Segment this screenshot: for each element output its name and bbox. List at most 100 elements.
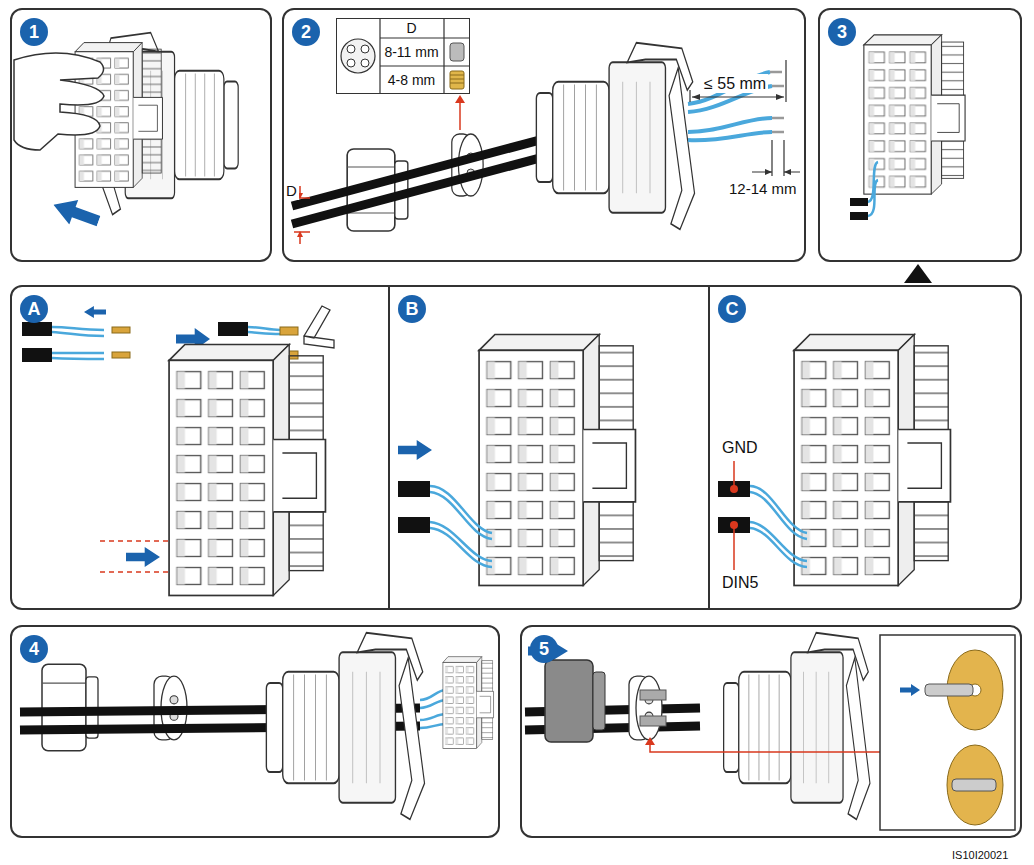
- step4-drawing: [266, 633, 424, 820]
- callout-number: A: [20, 295, 48, 323]
- step-panel: 1: [10, 8, 272, 262]
- dimension-label: 12-14 mm: [727, 180, 799, 198]
- callout-number: C: [718, 295, 746, 323]
- step2-drawing: [450, 75, 464, 83]
- step2-drawing: [450, 71, 464, 89]
- stepB-drawing: [398, 481, 430, 497]
- stepA-drawing: [84, 306, 106, 318]
- step2-drawing: [455, 95, 465, 103]
- step3-drawing: [868, 162, 878, 216]
- callout-number: 3: [828, 18, 856, 46]
- step5-drawing: [645, 737, 655, 745]
- callout-number: B: [398, 295, 426, 323]
- step5-drawing: [724, 633, 870, 820]
- callout-number: 5: [530, 635, 558, 663]
- stepA-drawing: [304, 306, 334, 348]
- dimension-label: ≤ 55 mm: [702, 74, 768, 93]
- step4-drawing: [20, 633, 494, 820]
- table-header: D: [380, 18, 444, 38]
- step2-drawing: [336, 18, 470, 94]
- step-panel: A: [10, 285, 390, 610]
- step2-drawing: [292, 18, 800, 244]
- step3-drawing: [850, 35, 965, 283]
- callout-number: 2: [292, 18, 320, 46]
- step5-drawing: [629, 676, 662, 740]
- stepA-drawing: [126, 547, 160, 567]
- table-cell: 4-8 mm: [380, 66, 444, 94]
- stepA-drawing: [100, 541, 172, 572]
- step5-drawing: [593, 672, 605, 730]
- step5-drawing: [880, 635, 1015, 830]
- step1-drawing: [14, 33, 238, 234]
- step1-drawing: [49, 193, 103, 234]
- step2-drawing: [347, 45, 355, 53]
- step2-drawing: [688, 132, 772, 140]
- step2-drawing: [347, 59, 355, 67]
- stepB-drawing: [479, 335, 635, 586]
- step2-drawing: [752, 140, 800, 176]
- step-panel: 3: [818, 8, 1022, 262]
- step2-drawing: [341, 39, 375, 73]
- step2-drawing: [770, 72, 784, 132]
- step3-drawing: [850, 198, 868, 206]
- dimension-label: D: [284, 182, 299, 200]
- stepC-drawing: [794, 335, 950, 586]
- callout-number: 4: [20, 635, 48, 663]
- step5-drawing: [640, 690, 666, 700]
- callout-number: 1: [20, 18, 48, 46]
- step2-drawing: [690, 60, 786, 102]
- stepA-drawing: [112, 352, 130, 358]
- step4-drawing: [420, 690, 446, 728]
- step3-drawing: [850, 212, 868, 220]
- step2-drawing: [692, 94, 700, 100]
- step-panel: B: [388, 285, 710, 610]
- step-panel: 2D8-11 mm4-8 mm: [282, 8, 806, 262]
- signal-name: GND: [720, 438, 760, 457]
- stepB-drawing: [398, 335, 635, 586]
- stepC-drawing: [730, 485, 738, 493]
- step5-drawing: [900, 684, 920, 696]
- step2-drawing: [297, 231, 303, 237]
- step-panel: 4: [10, 625, 500, 838]
- step2-drawing: [459, 102, 461, 130]
- stepB-drawing: [398, 440, 432, 460]
- stepA-drawing: [218, 322, 248, 336]
- step5-drawing: [545, 660, 593, 742]
- step4-drawing: [443, 657, 494, 749]
- step1-drawing: [14, 53, 104, 150]
- step5-drawing: [525, 633, 1015, 830]
- stepA-drawing: [52, 327, 104, 359]
- stepB-drawing: [430, 486, 492, 567]
- step2-drawing: [361, 45, 369, 53]
- stepA-drawing: [280, 327, 298, 335]
- step2-drawing: [765, 169, 772, 175]
- step3-drawing: [864, 35, 965, 194]
- stepC-drawing: [718, 335, 950, 586]
- stepA-drawing: [22, 306, 334, 595]
- signal-name: DIN5: [720, 573, 760, 592]
- stepA-drawing: [112, 327, 130, 333]
- step5-drawing: [650, 744, 880, 752]
- step2-drawing: [776, 94, 784, 100]
- stepA-drawing: [22, 322, 52, 336]
- step2-drawing: [380, 18, 470, 94]
- figure-id: IS10I20021: [950, 849, 1010, 862]
- step5-drawing: [925, 684, 973, 696]
- step2-drawing: [688, 72, 772, 140]
- step-panel: 5: [520, 625, 1022, 838]
- step3-drawing: [904, 264, 932, 283]
- stepC-drawing: [750, 486, 807, 567]
- step2-drawing: [450, 43, 464, 61]
- stepA-drawing: [169, 345, 325, 596]
- step2-drawing: [784, 169, 791, 175]
- stepC-drawing: [733, 461, 735, 570]
- table-cell: 8-11 mm: [380, 38, 444, 66]
- size-table: D8-11 mm4-8 mm: [336, 18, 470, 94]
- step5-drawing: [640, 716, 666, 726]
- step5-drawing: [952, 779, 996, 791]
- step2-drawing: [688, 118, 772, 132]
- stepC-drawing: [730, 521, 738, 529]
- stepA-drawing: [22, 348, 52, 362]
- step2-drawing: [536, 43, 694, 230]
